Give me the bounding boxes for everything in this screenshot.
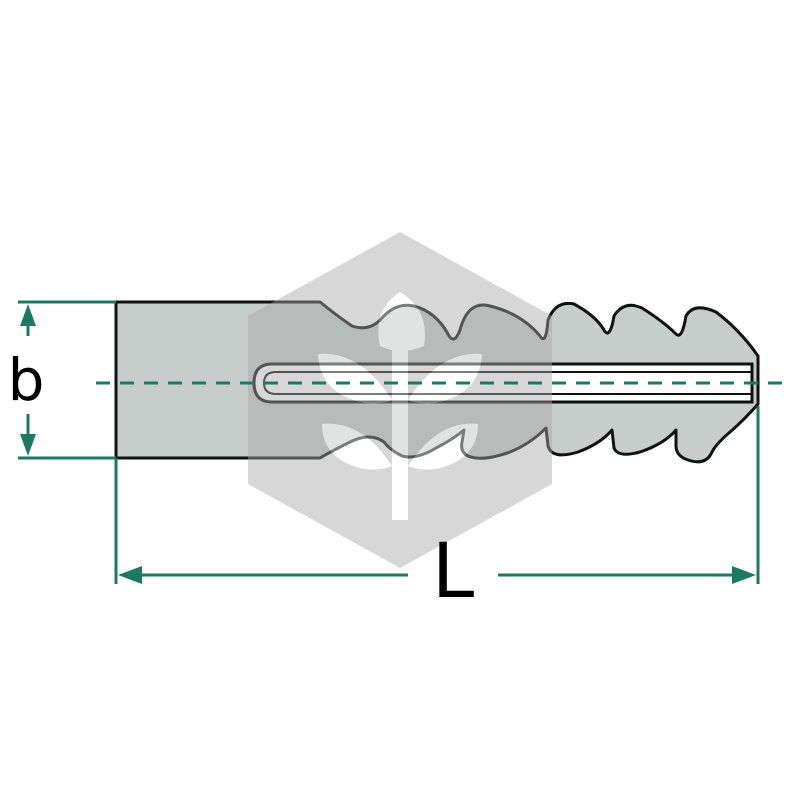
dimension-arrowheads	[20, 304, 756, 584]
hexagon-leaf-logo-icon	[248, 232, 552, 568]
b-arrow-up	[20, 304, 36, 326]
l-arrow-right	[732, 566, 756, 584]
plug-slot	[252, 362, 754, 404]
b-arrow-down	[20, 434, 36, 456]
dimension-lines	[18, 300, 790, 584]
length-label: L	[432, 526, 474, 615]
l-arrow-left	[118, 566, 142, 584]
width-label: b	[8, 346, 45, 414]
